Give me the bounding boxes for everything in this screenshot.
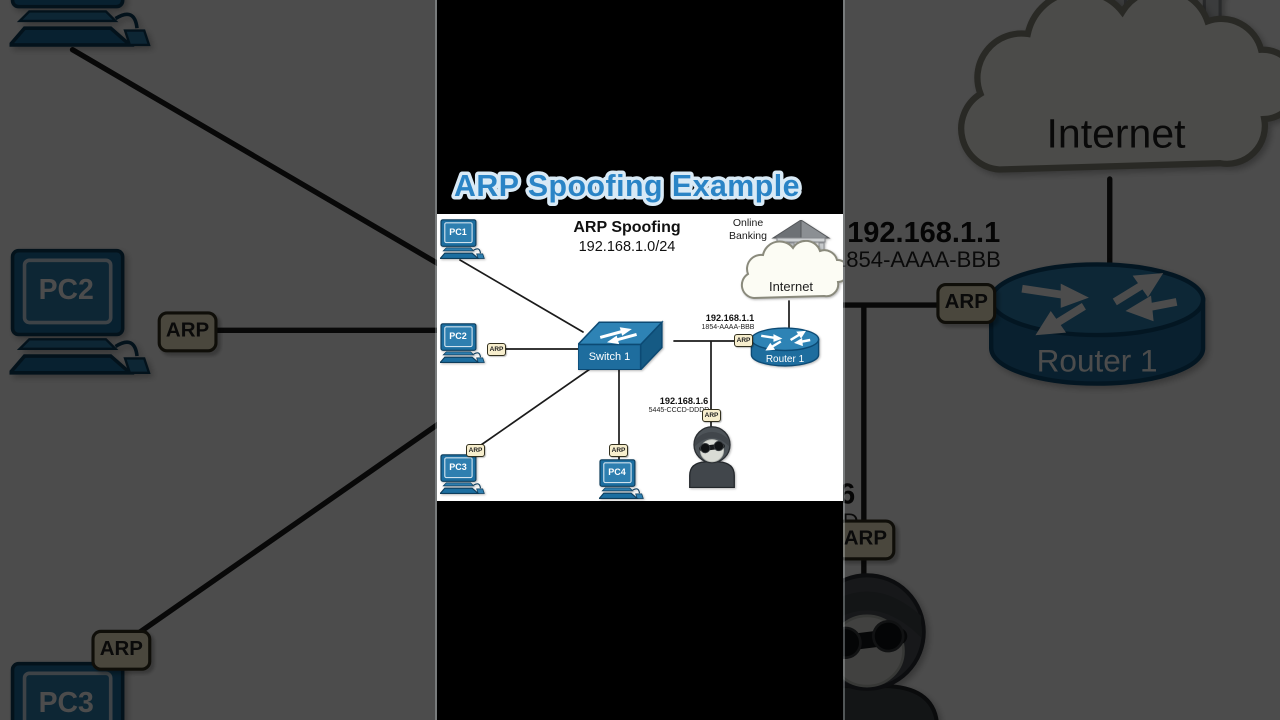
- diagram-subnet: 192.168.1.0/24: [578, 239, 676, 255]
- node-pc1: PC1: [440, 219, 486, 260]
- center-video-column: ARP Spoofing Example ARP Spoofing 192.16…: [437, 0, 843, 720]
- pc2-label: PC2: [449, 331, 467, 341]
- node-switch1: Switch 1: [578, 317, 675, 370]
- attacker-ip: 192.168.1.6: [659, 396, 709, 406]
- video-title: ARP Spoofing Example: [451, 165, 804, 207]
- router-ip: 192.168.1.1: [705, 313, 755, 323]
- diagram-title: ARP Spoofing: [573, 219, 681, 236]
- attacker-icon: [688, 422, 736, 488]
- arp-badge-pc3: ARP: [466, 444, 485, 457]
- pc3-label: PC3: [449, 462, 467, 472]
- online-banking-label: Online Banking: [729, 217, 767, 242]
- node-pc3: PC3: [440, 454, 486, 495]
- node-router1: Router 1: [750, 325, 820, 369]
- arp-badge-attacker: ARP: [702, 409, 721, 422]
- node-internet-cloud: Internet: [734, 240, 843, 304]
- video-title-text: ARP Spoofing Example: [454, 168, 800, 203]
- internet-label: Internet: [768, 279, 814, 294]
- video-frame: ARP Spoofing Example ARP Spoofing 192.16…: [437, 0, 843, 720]
- node-pc4: PC4: [599, 459, 645, 500]
- attacker-mac: 5445-CCCD-DDDD: [648, 407, 710, 414]
- diagram-panel: ARP Spoofing 192.168.1.0/24 Online Banki…: [437, 214, 843, 501]
- switch-label: Switch 1: [588, 351, 631, 363]
- pc1-label: PC1: [449, 227, 467, 237]
- arp-badge-pc4: ARP: [609, 444, 628, 457]
- node-attacker: [688, 422, 736, 488]
- arp-badge-router: ARP: [734, 334, 753, 347]
- pc4-label: PC4: [608, 467, 626, 477]
- router-mac: 1854-AAAA-BBB: [701, 324, 755, 331]
- cloud-icon: [734, 240, 843, 304]
- arp-badge-pc2: ARP: [487, 343, 506, 356]
- router-label: Router 1: [765, 354, 805, 365]
- node-pc2: PC2: [440, 323, 486, 364]
